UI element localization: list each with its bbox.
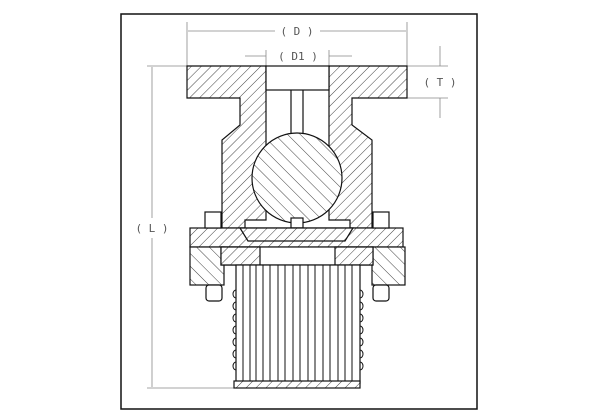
dimension-label-d1: ( D1 ): [278, 50, 318, 63]
dimension-l: ( L ): [135, 65, 236, 389]
valve-body: [186, 65, 408, 229]
dimension-d1: ( D1 ): [245, 50, 352, 66]
lower-flange: [189, 227, 406, 286]
bolts: [204, 211, 390, 302]
dimension-label-t: ( T ): [423, 76, 456, 89]
dimension-label-d: ( D ): [280, 25, 313, 38]
dimension-label-l: ( L ): [135, 222, 168, 235]
valve-ball: [251, 132, 343, 224]
strainer: [232, 264, 364, 389]
dimension-d: ( D ): [186, 22, 408, 66]
dimension-t: ( T ): [407, 46, 457, 118]
